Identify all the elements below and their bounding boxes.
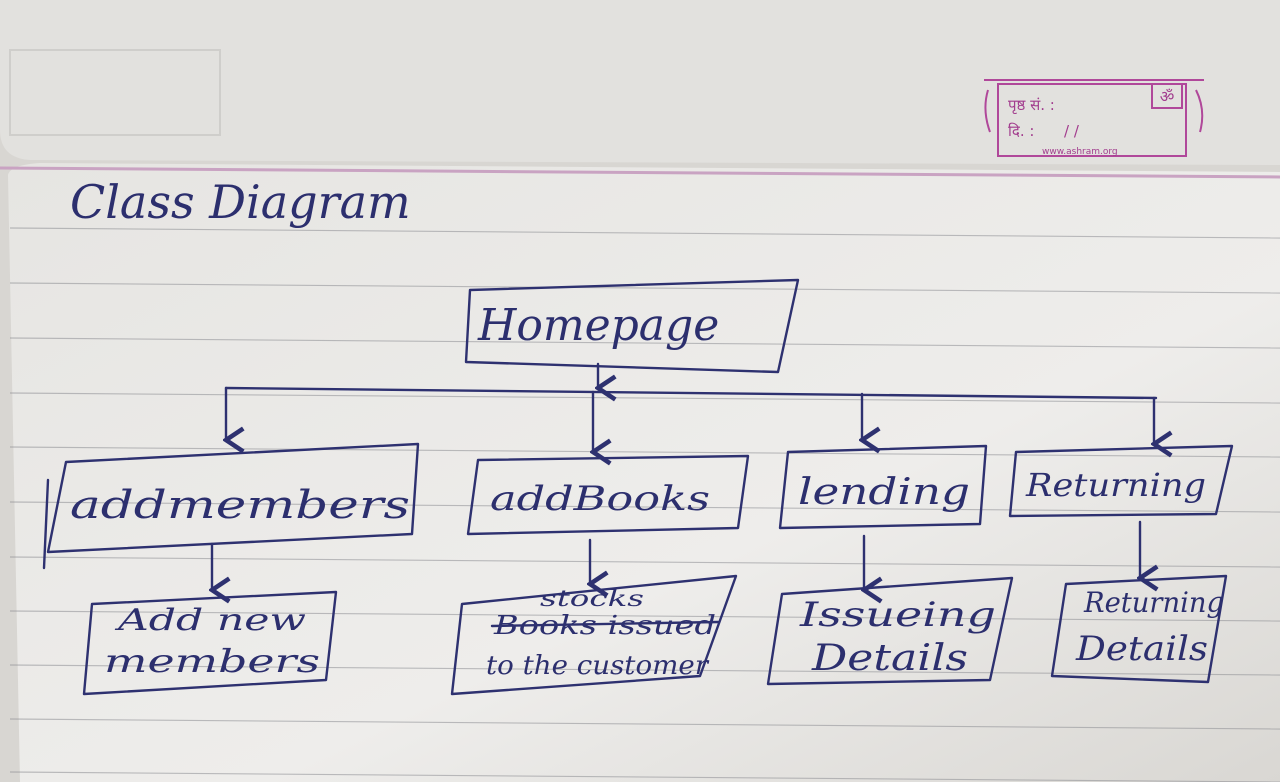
date-slashes: / / (1064, 122, 1080, 140)
node-homepage-label: Homepage (477, 300, 719, 351)
node-stocks-line2: to the customer (486, 651, 710, 681)
node-addmembers-edge (42, 478, 50, 570)
branch-line (224, 386, 1158, 400)
node-addmembers-label: addmembers (70, 483, 410, 527)
previous-page (0, 0, 1280, 165)
page-number-label: पृष्ठ सं. : (1008, 96, 1055, 115)
node-stocks: stocks Books issued to the customer (450, 574, 738, 696)
node-stocks-line1: stocks (540, 587, 644, 612)
page-paper (8, 163, 1280, 782)
node-returning: Returning (1008, 444, 1234, 518)
node-lending: lending (778, 444, 988, 530)
node-add-new-members-line2: members (104, 642, 320, 680)
stamp-ribbon-right (1195, 89, 1204, 133)
connectors (212, 362, 1158, 590)
node-issueing-details: Issueing Details (766, 576, 1014, 686)
ruled-lines (9, 227, 1280, 782)
node-issueing-details-line1: Issueing (799, 595, 996, 635)
node-homepage: Homepage (464, 278, 800, 374)
node-addmembers: addmembers (42, 442, 420, 570)
date-label: दि. : (1008, 122, 1034, 140)
node-homepage-box (464, 278, 800, 374)
node-issueing-details-box (766, 576, 1014, 686)
node-returning-details-line1: Returning (1083, 586, 1224, 619)
node-stocks-box (450, 574, 738, 696)
node-returning-details-box (1050, 574, 1228, 684)
page-stamp: ॐ पृष्ठ सं. : दि. : / / www.ashram.org (984, 79, 1204, 157)
strikethrough-line (490, 620, 720, 628)
node-returning-label: Returning (1025, 466, 1206, 504)
node-addbooks: addBooks (466, 454, 750, 536)
diagram-title: Class Diagram (70, 175, 411, 229)
node-addbooks-label: addBooks (490, 479, 710, 519)
om-symbol: ॐ (1160, 87, 1175, 106)
stamp-ribbon-left (984, 89, 991, 133)
node-add-new-members-line1: Add new (114, 603, 307, 638)
node-add-new-members-box (82, 590, 338, 696)
node-lending-label: lending (798, 472, 970, 513)
node-returning-details-line2: Details (1075, 629, 1208, 669)
website-label: www.ashram.org (1042, 147, 1118, 157)
faint-box (9, 49, 221, 136)
node-lending-box (778, 444, 988, 530)
node-issueing-details-line2: Details (811, 638, 968, 679)
node-add-new-members: Add new members (82, 590, 338, 696)
node-returning-box (1008, 444, 1234, 518)
node-returning-details: Returning Details (1050, 574, 1228, 684)
node-addmembers-box (46, 442, 420, 554)
node-addbooks-box (466, 454, 750, 536)
page-top-border (0, 166, 1280, 179)
